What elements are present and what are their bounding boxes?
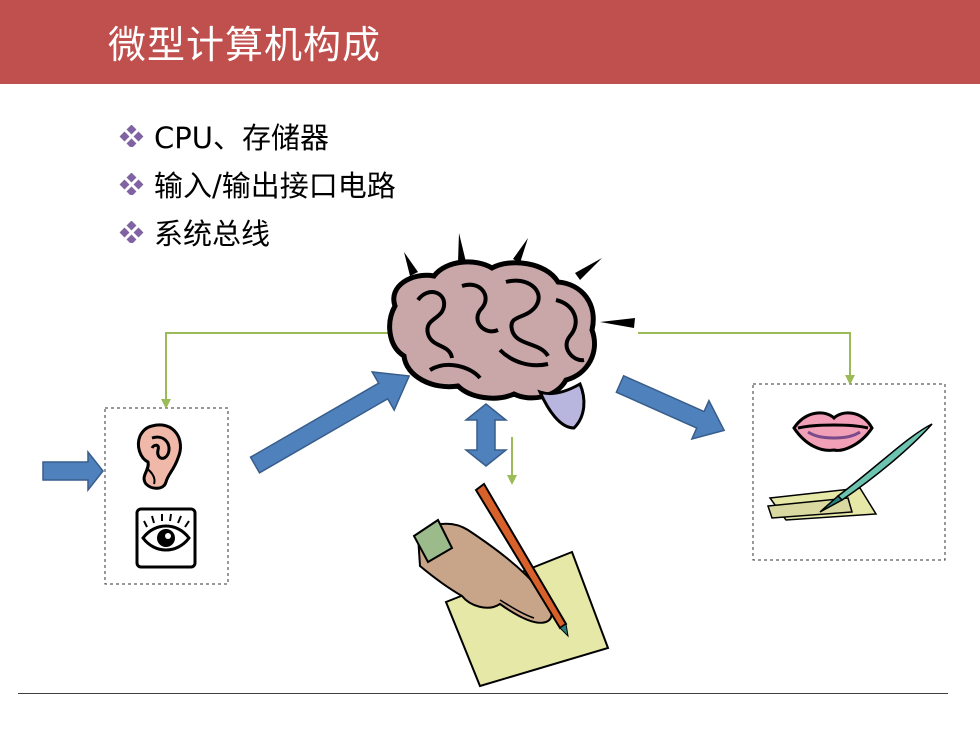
diamond-bullet-icon xyxy=(119,221,144,243)
control-line-to-input xyxy=(161,332,390,409)
diamond-bullet-icon xyxy=(119,125,144,147)
ear-icon xyxy=(136,423,182,490)
quill-paper-icon xyxy=(766,423,933,521)
control-line-to-output xyxy=(638,332,855,385)
slide-title: 微型计算机构成 xyxy=(108,23,382,67)
bullet-text: 输入/输出接口电路 xyxy=(154,169,396,203)
brain-to-output-arrow xyxy=(615,374,726,441)
diamond-bullet-icon xyxy=(119,173,144,195)
input-to-brain-arrow xyxy=(249,371,411,474)
eye-icon xyxy=(135,507,197,569)
output-device-box xyxy=(752,383,946,561)
memory-bus-double-arrow xyxy=(463,403,509,467)
bullet-text: 系统总线 xyxy=(154,217,271,251)
hand-writing-pen-icon xyxy=(412,482,610,688)
bullet-list: CPU、存储器 输入/输出接口电路 系统总线 xyxy=(118,112,396,256)
brain-icon xyxy=(387,233,635,430)
bullet-item: 输入/输出接口电路 xyxy=(118,160,396,208)
bullet-item: CPU、存储器 xyxy=(118,112,396,160)
lips-icon xyxy=(792,411,874,452)
footer-divider xyxy=(18,693,948,694)
external-input-arrow xyxy=(42,449,104,493)
bullet-text: CPU、存储器 xyxy=(154,121,329,155)
title-bar: 微型计算机构成 xyxy=(0,0,980,84)
bullet-item: 系统总线 xyxy=(118,208,396,256)
